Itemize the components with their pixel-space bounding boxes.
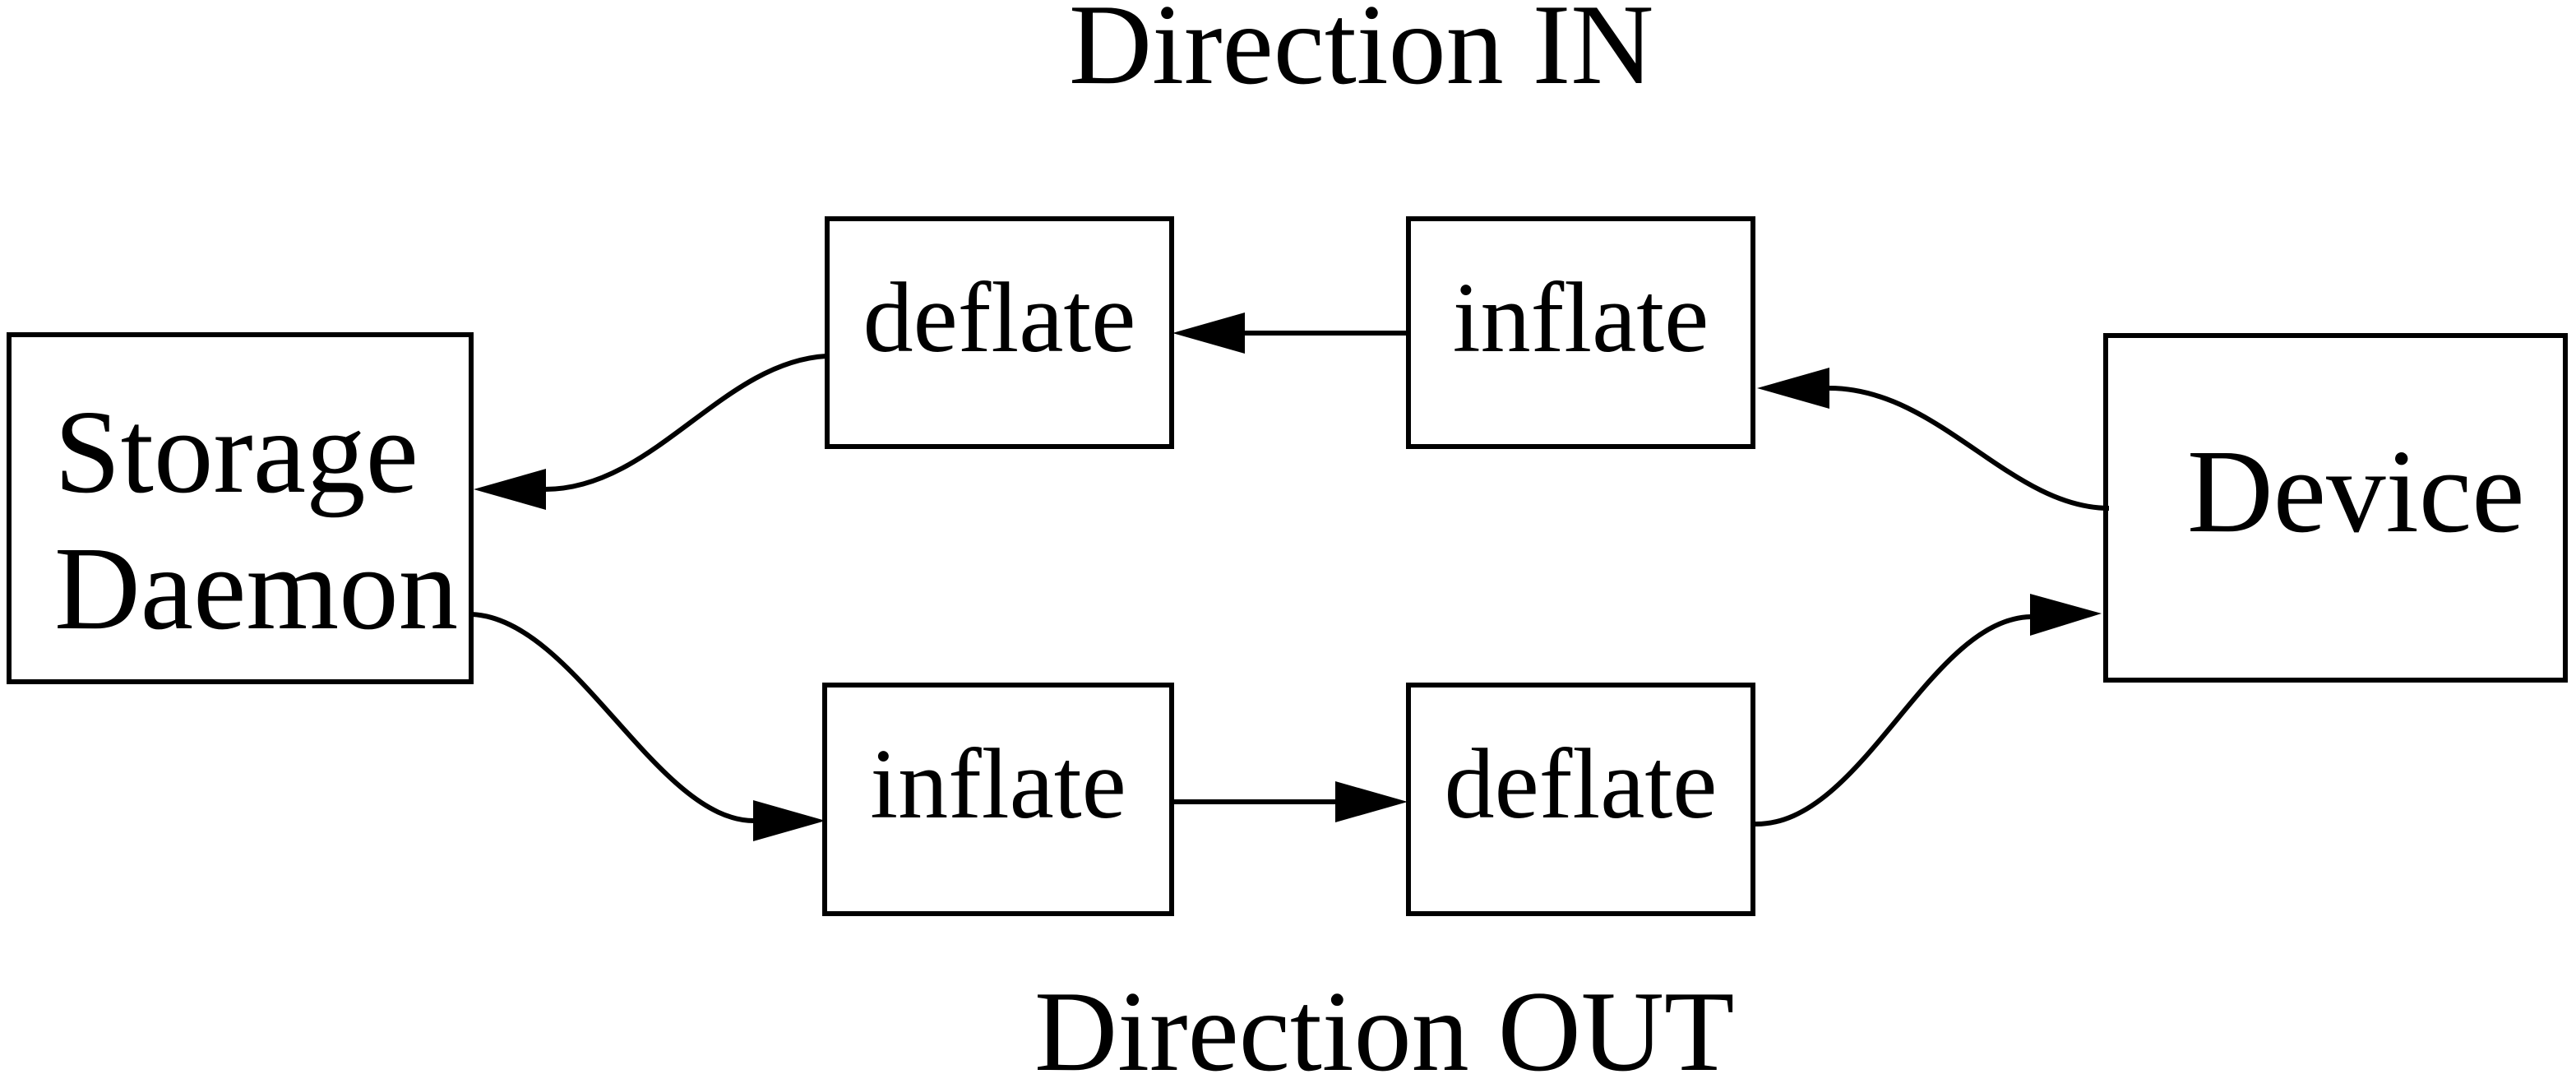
arrowhead-into-device: [2030, 594, 2102, 636]
arrowhead-into-deflate-in: [1172, 313, 1245, 354]
deflate-in-label: deflate: [863, 262, 1136, 373]
title-direction-in: Direction IN: [1069, 0, 1654, 109]
storage-daemon-label-line2: Daemon: [54, 523, 459, 655]
storage-daemon-label-line1: Storage: [54, 387, 419, 518]
edge-device-to-inflate-in: [1829, 386, 2110, 511]
node-deflate-out-box: [1406, 683, 1755, 916]
node-storage-daemon-box: [7, 332, 474, 684]
device-label: Device: [2187, 426, 2525, 558]
arrowhead-into-inflate-in: [1757, 368, 1829, 409]
node-inflate-in-box: [1406, 216, 1755, 449]
arrowhead-into-inflate-out: [753, 800, 826, 841]
arrowhead-into-storage-daemon: [474, 469, 546, 510]
edge-deflate-out-to-device: [1753, 614, 2032, 827]
node-deflate-in-box: [825, 216, 1174, 449]
deflate-out-label: deflate: [1444, 729, 1718, 840]
node-inflate-out-box: [822, 683, 1174, 916]
inflate-in-label: inflate: [1452, 262, 1709, 373]
title-direction-out: Direction OUT: [1034, 968, 1735, 1088]
edge-deflate-in-to-storage: [544, 354, 827, 492]
arrowhead-into-deflate-out: [1335, 781, 1408, 822]
edge-storage-to-inflate-out: [471, 612, 755, 823]
inflate-out-label: inflate: [870, 729, 1126, 840]
node-device-box: [2103, 333, 2568, 683]
